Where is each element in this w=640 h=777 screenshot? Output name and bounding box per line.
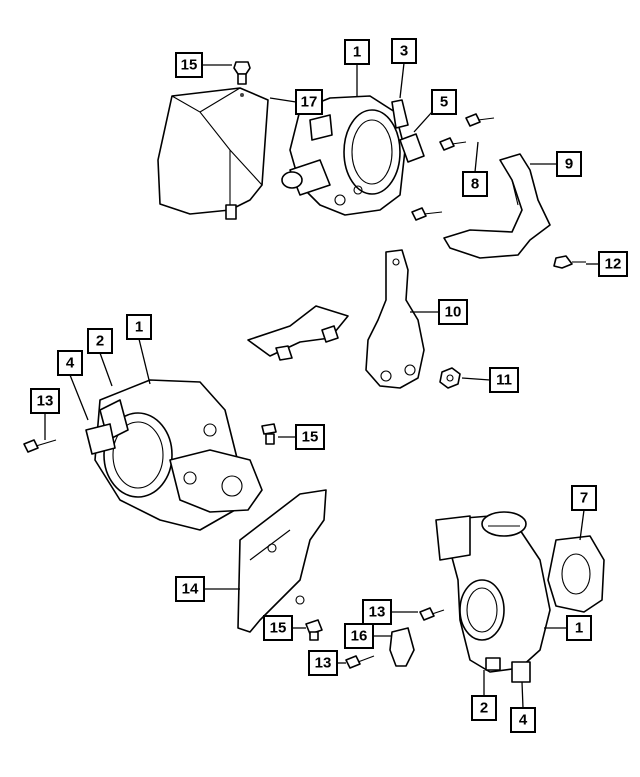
bolt-13-bottom xyxy=(345,655,375,669)
svg-text:13: 13 xyxy=(369,604,386,621)
callout-16: 16 xyxy=(344,623,374,649)
callout-4-lower: 4 xyxy=(510,707,536,733)
svg-text:13: 13 xyxy=(315,655,332,672)
svg-text:10: 10 xyxy=(445,304,462,321)
svg-text:4: 4 xyxy=(66,355,75,372)
svg-text:16: 16 xyxy=(351,628,368,645)
gasket-7 xyxy=(547,535,605,613)
callout-15-top: 15 xyxy=(175,52,203,78)
svg-text:2: 2 xyxy=(96,333,104,350)
svg-text:5: 5 xyxy=(440,94,448,111)
cover-part xyxy=(157,87,269,220)
callout-2-lower: 2 xyxy=(471,695,497,721)
svg-text:15: 15 xyxy=(181,57,198,74)
svg-text:8: 8 xyxy=(471,176,479,193)
callout-12: 12 xyxy=(598,251,628,277)
bolt-13-left xyxy=(23,439,57,453)
bolt-15-lower xyxy=(305,619,323,641)
callout-7: 7 xyxy=(571,485,597,511)
bolt-15-mid xyxy=(261,423,277,445)
bracket-10 xyxy=(365,249,425,389)
throttle-body-left xyxy=(85,379,263,531)
throttle-body-top xyxy=(281,95,406,216)
svg-text:4: 4 xyxy=(519,712,528,729)
callout-15-mid: 15 xyxy=(295,424,325,450)
svg-text:9: 9 xyxy=(565,156,573,173)
svg-text:15: 15 xyxy=(302,429,319,446)
bolt-15-top xyxy=(233,61,251,85)
callout-11: 11 xyxy=(489,367,519,393)
callout-15-lower: 15 xyxy=(263,615,293,641)
callout-17: 17 xyxy=(295,89,323,115)
callout-10: 10 xyxy=(438,299,468,325)
callout-8: 8 xyxy=(462,171,488,197)
svg-text:15: 15 xyxy=(270,620,287,637)
svg-text:11: 11 xyxy=(496,372,512,389)
sensor-3 xyxy=(391,99,409,129)
svg-text:17: 17 xyxy=(301,94,318,111)
sensor-5 xyxy=(399,133,425,163)
svg-text:14: 14 xyxy=(182,581,199,598)
bolt-mid xyxy=(411,207,443,221)
svg-text:3: 3 xyxy=(400,43,408,60)
callout-3: 3 xyxy=(391,38,417,64)
callout-2-left: 2 xyxy=(87,328,113,354)
svg-text:1: 1 xyxy=(135,319,143,336)
bracket-14 xyxy=(237,489,327,633)
callout-14: 14 xyxy=(175,576,205,602)
bracket-9 xyxy=(443,153,551,259)
callout-13-right: 13 xyxy=(362,599,392,625)
callout-13-bottom: 13 xyxy=(308,650,338,676)
svg-text:7: 7 xyxy=(580,490,588,507)
nut-11 xyxy=(439,367,461,389)
callout-9: 9 xyxy=(556,151,582,177)
callout-4-left: 4 xyxy=(57,350,83,376)
svg-text:1: 1 xyxy=(353,44,361,61)
svg-text:1: 1 xyxy=(575,620,583,637)
callout-5: 5 xyxy=(431,89,457,115)
bracket-16 xyxy=(389,627,415,667)
leader-lines xyxy=(44,62,599,709)
svg-text:2: 2 xyxy=(480,700,488,717)
callout-1-lower: 1 xyxy=(566,615,592,641)
bolt-12 xyxy=(553,255,586,269)
svg-text:13: 13 xyxy=(37,393,54,410)
callout-1-left: 1 xyxy=(126,314,152,340)
callout-13-left: 13 xyxy=(30,388,60,414)
svg-text:12: 12 xyxy=(605,256,622,273)
bracket-plate-mid xyxy=(247,305,349,361)
throttle-body-lower-right xyxy=(435,511,551,683)
bolts-8 xyxy=(439,113,495,151)
callout-1-top: 1 xyxy=(344,39,370,65)
bolt-13-right xyxy=(419,607,445,621)
